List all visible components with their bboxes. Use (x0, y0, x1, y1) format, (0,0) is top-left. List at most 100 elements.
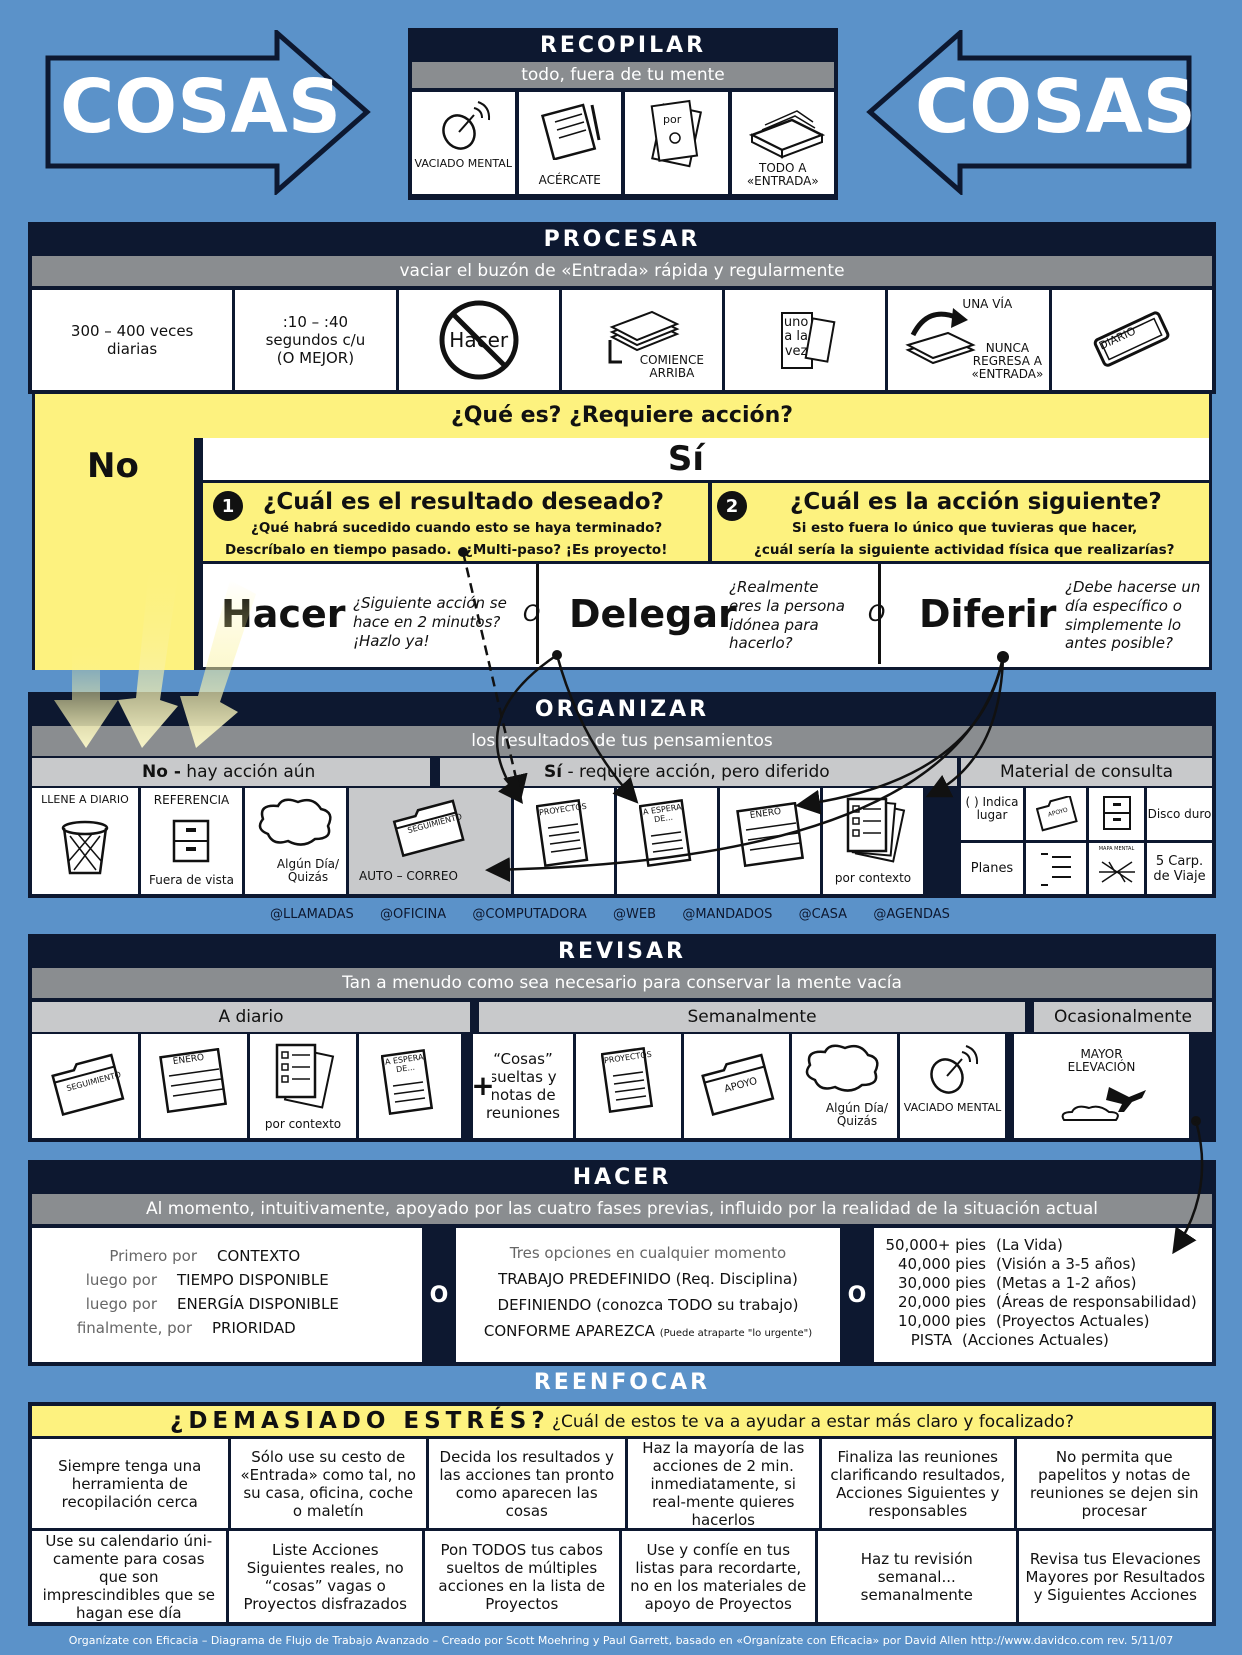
mapa-mental-label: MAPA MENTAL (1098, 846, 1135, 852)
diferir-calendar-arrow (795, 656, 1005, 815)
planes-cell: Planes (961, 843, 1023, 894)
llene-diario-cell: LLENE A DIARIO (32, 788, 138, 894)
tickler-folder-icon (392, 799, 465, 858)
no-action-head: No - hay acción aún (142, 762, 316, 782)
referencia-cell: REFERENCIA Fuera de vista (141, 788, 242, 894)
tip-1-3: Decida los resultados y las acciones tan… (429, 1439, 625, 1528)
todo-entrada-label: TODO A «ENTRADA» (746, 161, 819, 189)
hacer-o-1: O (429, 1282, 449, 1308)
context-agendas: @AGENDAS (873, 907, 950, 922)
tip-2-3: Pon TODOS tus cabos sueltos de múltiples… (425, 1531, 619, 1622)
segundos-unit: segundos c/u (265, 331, 366, 349)
q1-block: 1 ¿Cuál es el resultado deseado? ¿Qué ha… (203, 483, 708, 561)
mapa-mental-cell: MAPA MENTAL (1089, 843, 1144, 894)
questions-row: 1 ¿Cuál es el resultado deseado? ¿Qué ha… (203, 480, 1212, 564)
rev-plus-bar (464, 1034, 470, 1138)
no-hacer-icon (439, 300, 519, 380)
tip-1-4: Haz la mayoría de las acciones de 2 min.… (627, 1439, 819, 1529)
si-label: Sí (667, 439, 705, 479)
recopilar-title: RECOPILAR (539, 33, 707, 58)
rev-cloud-icon (805, 1044, 879, 1092)
satellite-icon (442, 101, 491, 150)
acercate-cell: ACÉRCATE (518, 92, 621, 194)
cloud-icon (258, 798, 332, 846)
algun-dia-cell: Algún Día/ Quizás (245, 788, 346, 894)
q1-line2: Descríbalo en tiempo pasado. (225, 542, 452, 558)
q2-title: ¿Cuál es la acción siguiente? (790, 489, 1162, 515)
cosas-right-label: COSAS (915, 64, 1197, 150)
diferir-tickler-arrow (485, 656, 1005, 883)
context-mandados: @MANDADOS (682, 907, 773, 922)
actions-divider-2 (878, 564, 881, 664)
comience-arriba-label: COMIENCE ARRIBA (639, 353, 704, 381)
ocasional-head: Ocasionalmente (1034, 1002, 1212, 1032)
organizar-subtitle: los resultados de tus pensamientos (32, 726, 1212, 756)
footer-credits: Organízate con Eficacia – Diagrama de Fl… (68, 1634, 1174, 1647)
rev-vaciado-cell: VACIADO MENTAL (900, 1034, 1005, 1138)
uno-a-la-vez-label: uno a la vez (783, 315, 809, 359)
hacer-crossed-label: Hacer (449, 328, 509, 352)
procesar-title: PROCESAR (543, 227, 701, 252)
review-to-hacer-arrow (1172, 1120, 1204, 1255)
auto-correo-label: AUTO – CORREO (359, 869, 458, 883)
delegar-espera-arrow (555, 654, 639, 804)
rev-vaciado-label: VACIADO MENTAL (903, 1101, 1002, 1114)
mayor-elevacion-label: MAYOR ELEVACIÓN (1067, 1047, 1136, 1075)
mind-map-icon (1099, 861, 1135, 883)
rev-tickler-icon (51, 1053, 125, 1117)
uno-a-la-vez-cell: uno a la vez (725, 290, 886, 390)
stress-heading: ¿DEMASIADO ESTRÉS? (170, 1408, 550, 1434)
hacer-note: ¿Siguiente acción se hace en 2 minutos? … (353, 594, 507, 650)
tips-row-2: Use su calendario úni-camente para cosas… (32, 1531, 1212, 1622)
semanal-head: Semanalmente (479, 1002, 1025, 1032)
tip-2-1: Use su calendario úni-camente para cosas… (32, 1531, 226, 1622)
rev-espera-cell: A ESPERA DE... (359, 1034, 461, 1138)
context-oficina: @OFICINA (380, 907, 447, 922)
no-hacer-cell: Hacer (398, 290, 559, 390)
procesar-subtitle: vaciar el buzón de «Entrada» rápida y re… (32, 256, 1212, 286)
acercate-label: ACÉRCATE (538, 173, 601, 187)
revisar-subtitle: Tan a menudo como sea necesario para con… (32, 968, 1212, 998)
una-via-cell: UNA VÍA NUNCA REGRESA A «ENTRADA» (888, 290, 1049, 390)
q1-title: ¿Cuál es el resultado deseado? (263, 489, 664, 515)
hacer-title: HACER (572, 1165, 672, 1190)
indica-lugar-cell: ( ) Indica lugar (961, 788, 1023, 840)
no-si-divider (194, 438, 203, 670)
context-computadora: @COMPUTADORA (472, 907, 587, 922)
q-divider (708, 483, 712, 561)
context-lists-icon (846, 797, 906, 863)
stack-top-icon (608, 310, 680, 364)
rev-mayor-cell: MAYOR ELEVACIÓN (1014, 1034, 1189, 1138)
notepad-icon (540, 103, 600, 160)
plus-icon: + (471, 1068, 495, 1102)
rev-satellite-icon (930, 1045, 979, 1094)
diferir-note: ¿Debe hacerse un día específico o simple… (1065, 578, 1201, 653)
rev-proyectos-icon (601, 1046, 654, 1114)
por-label: por (663, 113, 682, 126)
diario-head: A diario (32, 1002, 470, 1032)
hacer-subtitle: Al momento, intuitivamente, apoyado por … (32, 1194, 1212, 1224)
papers-icon (650, 99, 703, 168)
q1-line1: ¿Qué habrá sucedido cuando esto se haya … (251, 520, 663, 536)
tips-row-1: Siempre tenga una herramienta de recopil… (32, 1439, 1212, 1529)
diario-tray-icon (1093, 311, 1170, 367)
reenfocar-title: REENFOCAR (533, 1370, 711, 1395)
opcion-2: DEFINIENDO (conozca TODO su trabajo) (497, 1296, 799, 1314)
cosas-right-arrow (866, 30, 1192, 195)
recopilar-subtitle: todo, fuera de tu mente (412, 62, 834, 88)
a-espera-list-icon (639, 798, 692, 868)
delegar-arrow (495, 653, 558, 805)
hacer-mid-cell: Tres opciones en cualquier momento TRABA… (456, 1228, 840, 1362)
segundos-cell: :10 – :40 segundos c/u (O MEJOR) (235, 290, 396, 390)
por-contexto-label: por contexto (834, 871, 912, 885)
hacer-panel: HACER Al momento, intuitivamente, apoyad… (28, 1160, 1216, 1366)
outline-cell (1026, 843, 1086, 894)
delegar-action: Delegar (569, 592, 737, 636)
rev-context-icon (275, 1043, 335, 1109)
question-bar: ¿Qué es? ¿Requiere acción? (32, 394, 1212, 438)
a-espera-cell: A ESPERA DE... (617, 788, 717, 894)
referencia-label: REFERENCIA (153, 793, 230, 807)
revisar-panel: REVISAR Tan a menudo como sea necesario … (28, 934, 1216, 1142)
hacer-o-2: O (847, 1282, 867, 1308)
project-dashed-arrow (461, 551, 528, 800)
